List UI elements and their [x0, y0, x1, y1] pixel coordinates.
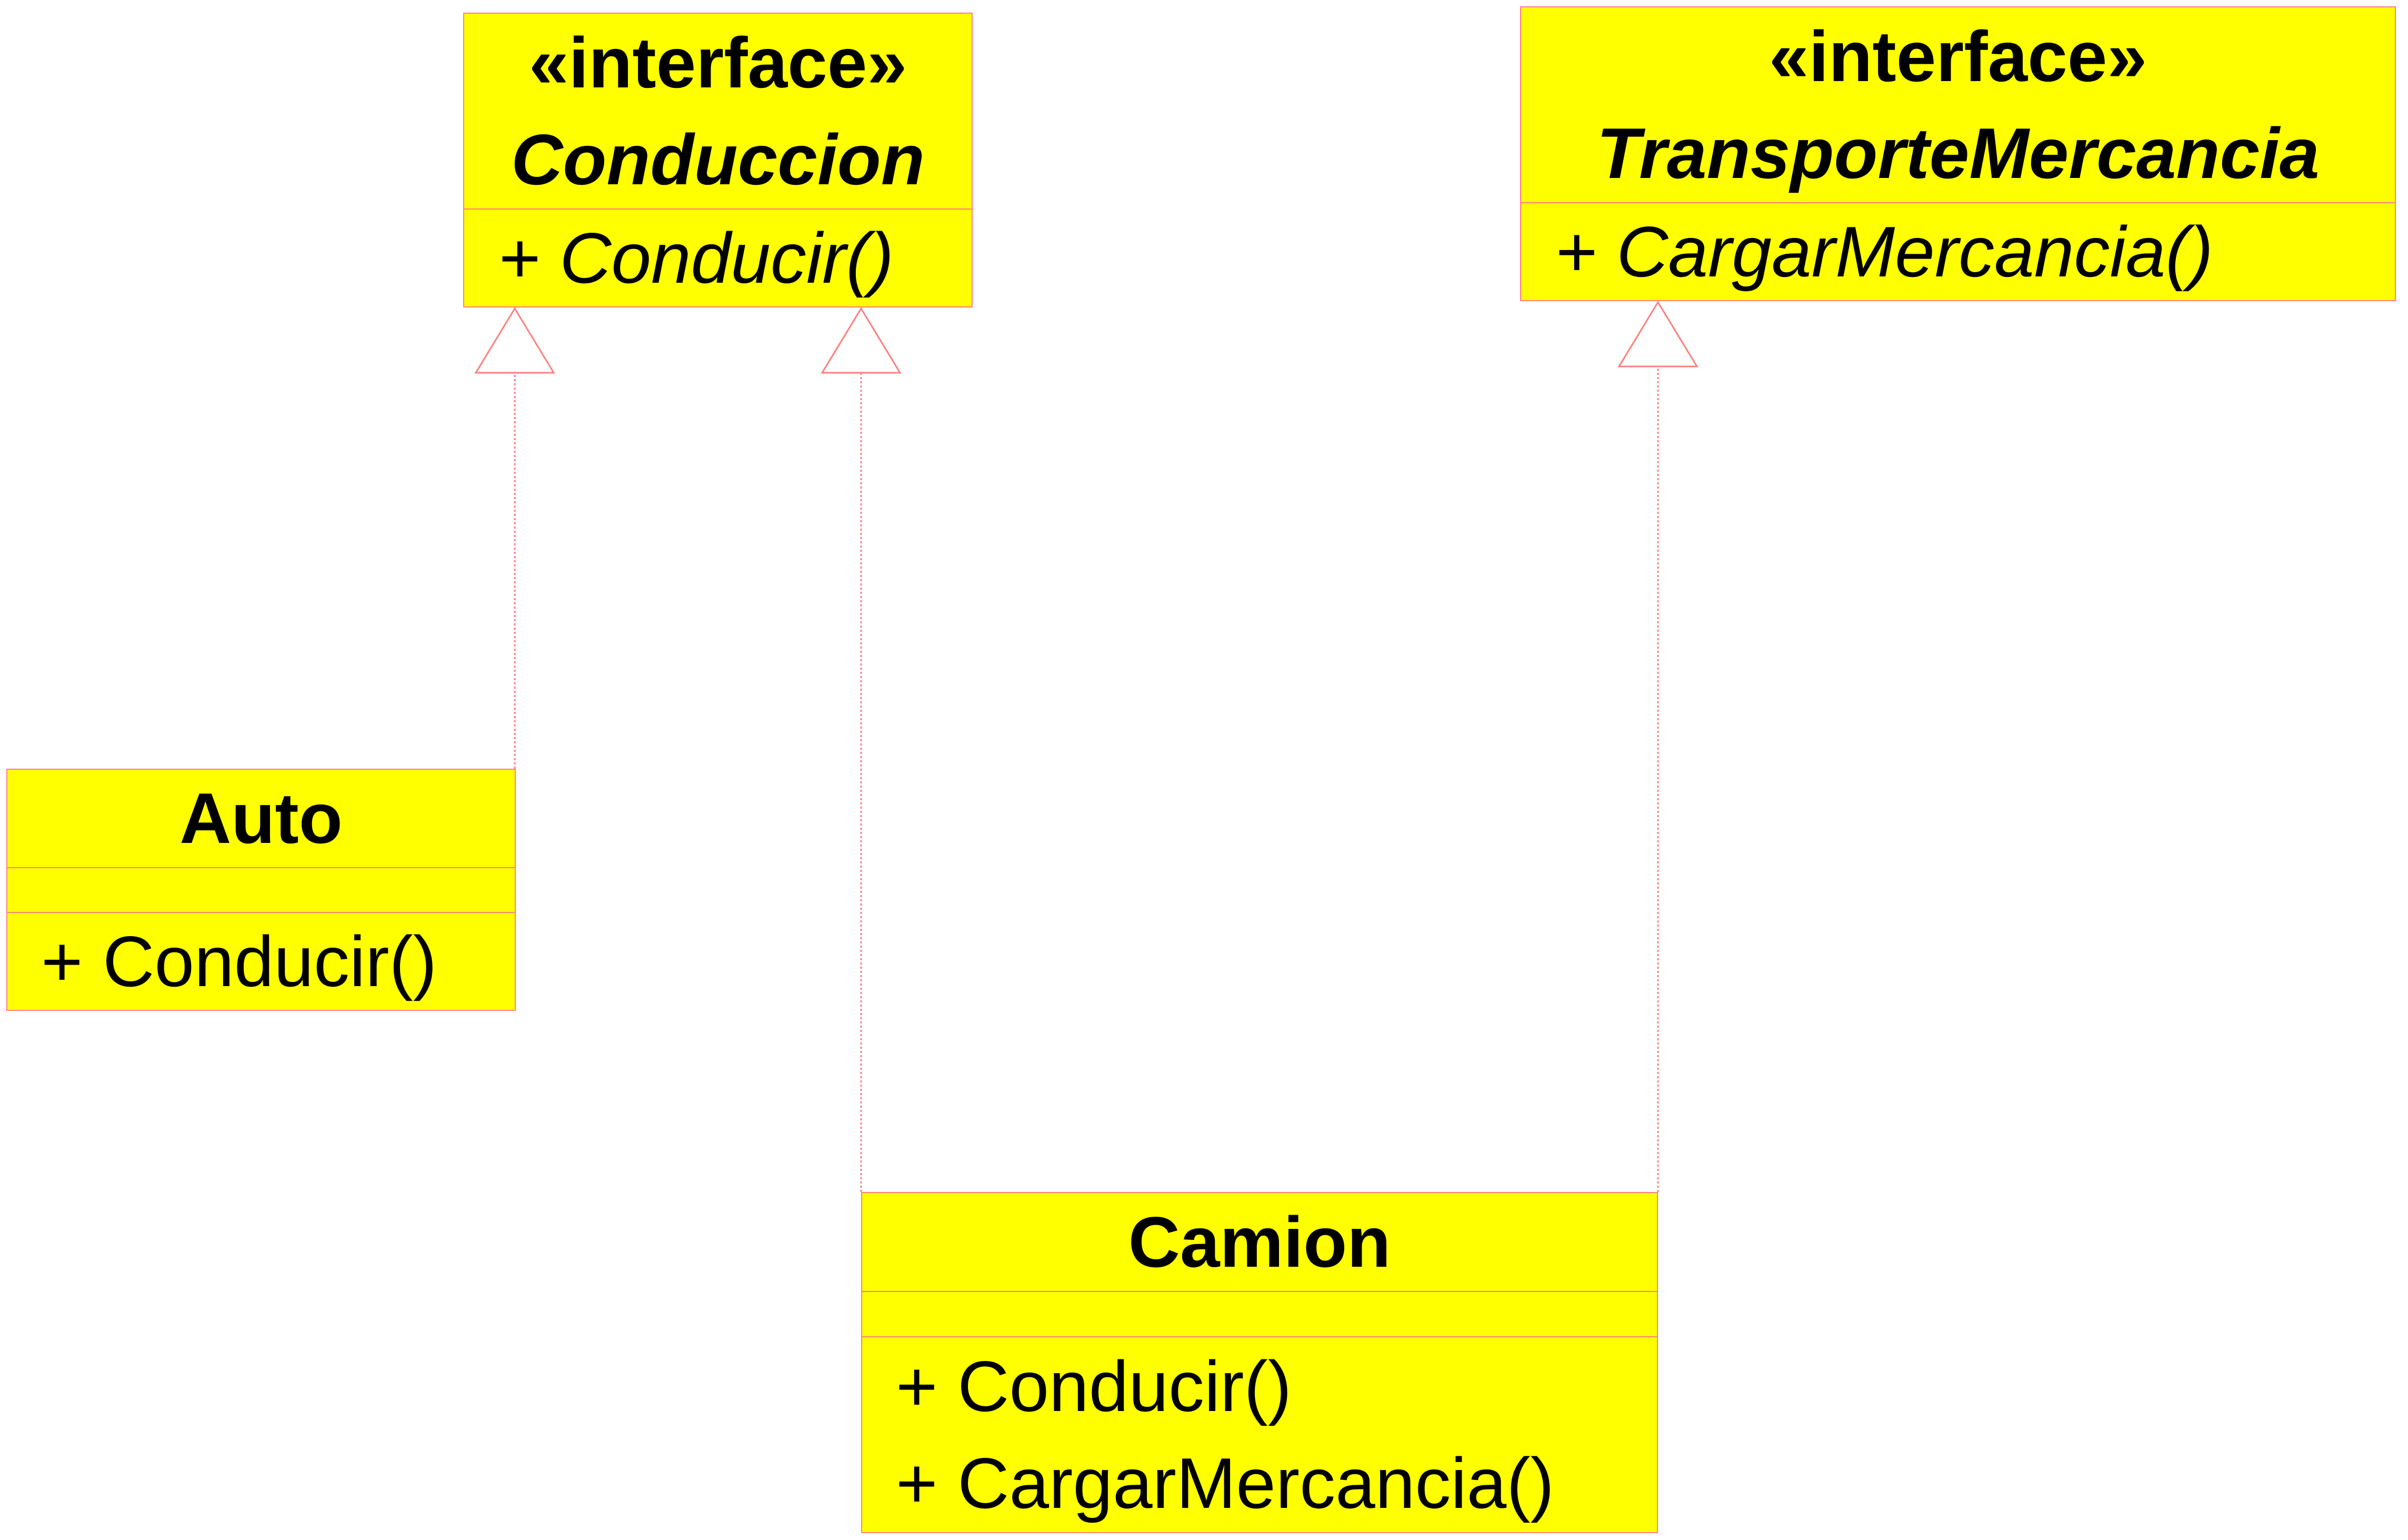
- interface-transporte-mercancia[interactable]: «interface» TransporteMercancia + Cargar…: [1520, 6, 2396, 301]
- interface-conduccion[interactable]: «interface» Conduccion + Conducir(): [463, 13, 973, 307]
- class-auto[interactable]: Auto + Conducir(): [6, 769, 516, 1011]
- operation-cargar-mercancia: + CargarMercancia(): [1555, 212, 2213, 292]
- attributes-compartment: [7, 867, 515, 912]
- realization-camion-transporte[interactable]: [1617, 301, 1698, 1192]
- operation-conducir: + Conducir(): [896, 1346, 1292, 1426]
- interface-name: TransporteMercancia: [1596, 113, 2320, 193]
- realization-arrowhead-icon: [474, 307, 555, 374]
- interface-name: Conduccion: [511, 120, 925, 200]
- realization-arrowhead-icon: [821, 307, 902, 374]
- class-name: Camion: [1128, 1202, 1391, 1282]
- stereotype-label: «interface»: [528, 23, 907, 103]
- operation-conducir: + Conducir(): [41, 921, 437, 1001]
- realization-arrowhead-icon: [1617, 301, 1698, 367]
- interface-header: «interface» Conduccion: [464, 14, 972, 208]
- realization-auto-conduccion[interactable]: [474, 307, 555, 769]
- attributes-compartment: [862, 1291, 1657, 1336]
- operations-compartment: + Conducir() + CargarMercancia(): [862, 1336, 1657, 1532]
- class-name: Auto: [179, 778, 343, 859]
- operations-compartment: + CargarMercancia(): [1521, 202, 2395, 300]
- class-header: Camion: [862, 1193, 1657, 1291]
- interface-header: «interface» TransporteMercancia: [1521, 7, 2395, 202]
- class-camion[interactable]: Camion + Conducir() + CargarMercancia(): [861, 1192, 1658, 1533]
- class-header: Auto: [7, 770, 515, 867]
- stereotype-label: «interface»: [1768, 16, 2147, 96]
- realization-camion-conduccion[interactable]: [821, 307, 902, 1192]
- operations-compartment: + Conducir(): [7, 912, 515, 1010]
- operation-conducir: + Conducir(): [498, 218, 894, 298]
- operation-cargar-mercancia: + CargarMercancia(): [896, 1443, 1554, 1523]
- operations-compartment: + Conducir(): [464, 208, 972, 306]
